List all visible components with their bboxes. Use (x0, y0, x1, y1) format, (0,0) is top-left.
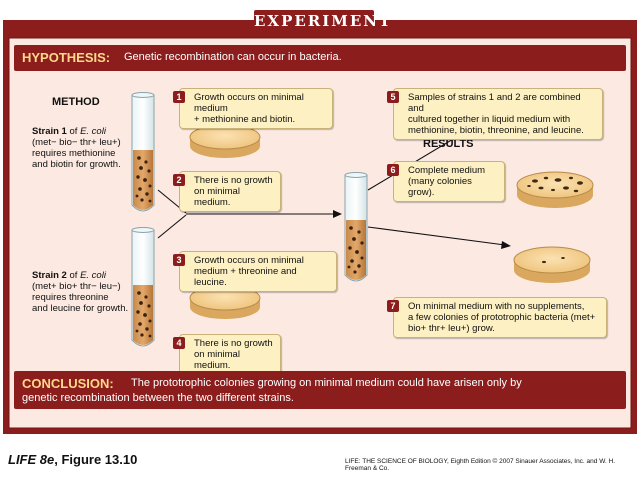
step-7-line-1: On minimal medium with no supplements, (408, 301, 585, 312)
conclusion-line-2: genetic recombination between the two di… (22, 392, 294, 404)
step-1-number: 1 (173, 91, 185, 103)
copyright-line: LIFE: THE SCIENCE OF BIOLOGY, Eighth Edi… (345, 458, 616, 472)
step-4-number: 4 (173, 337, 185, 349)
strain-2-name: Strain 2 (32, 270, 67, 281)
hypothesis-banner: HYPOTHESIS: Genetic recombination can oc… (14, 45, 626, 71)
step-3-line-2: medium + threonine and leucine. (194, 266, 297, 288)
strain-2-genotype: (met+ bio+ thr− leu−) (32, 281, 121, 292)
diagram-graphics (131, 92, 594, 347)
strain-1-species: E. coli (80, 126, 106, 137)
caption-figure: , Figure 13.10 (54, 452, 138, 467)
figure-caption: LIFE 8e, Figure 13.10 (8, 452, 137, 467)
strain-1-requirement-1: requires methionine (32, 148, 116, 159)
method-heading: METHOD (52, 96, 100, 108)
strain-1-of: of (66, 126, 81, 137)
test-tube-strain-2 (131, 227, 155, 347)
caption-book: LIFE 8e (8, 452, 55, 467)
step-4-callout: 4 There is no growth on minimal medium. (173, 334, 281, 375)
step-1-callout: 1 Growth occurs on minimal medium + meth… (173, 88, 333, 129)
petri-dish-strain-1 (189, 124, 261, 158)
step-2-line-2: on minimal medium. (194, 186, 240, 208)
step-7-callout: 7 On minimal medium with no supplements,… (387, 297, 607, 338)
test-tube-mixed (344, 172, 368, 282)
step-7-line-3: bio+ thr+ leu+) grow. (408, 323, 495, 334)
strain-1-genotype: (met− bio− thr+ leu+) (32, 137, 121, 148)
strain-1-name: Strain 1 (32, 126, 67, 137)
step-5-callout: 5 Samples of strains 1 and 2 are combine… (387, 88, 603, 140)
step-3-callout: 3 Growth occurs on minimal medium + thre… (173, 251, 337, 292)
strain-1-requirement-2: and biotin for growth. (32, 159, 121, 170)
results-heading: RESULTS (423, 138, 474, 150)
step-7-line-2: a few colonies of prototrophic bacteria … (408, 312, 596, 323)
strain-2-species: E. coli (80, 270, 106, 281)
step-2-line-1: There is no growth (194, 175, 273, 186)
step-7-number: 7 (387, 300, 399, 312)
experiment-title: EXPERIMENT (254, 10, 393, 32)
step-5-line-3: methionine, biotin, threonine, and leuci… (408, 125, 584, 136)
petri-dish-minimal-medium (513, 246, 591, 283)
step-5-line-1: Samples of strains 1 and 2 are combined … (408, 92, 581, 114)
strain-1-description: Strain 1 of E. coli (met− bio− thr+ leu+… (32, 126, 121, 170)
step-6-number: 6 (387, 164, 399, 176)
petri-dish-strain-2 (189, 285, 261, 319)
test-tube-strain-1 (131, 92, 155, 212)
step-1-line-1: Growth occurs on minimal medium (194, 92, 304, 114)
conclusion-banner: CONCLUSION: The prototrophic colonies gr… (14, 371, 626, 409)
step-1-line-2: + methionine and biotin. (194, 114, 296, 125)
strain-2-requirement-2: and leucine for growth. (32, 303, 129, 314)
conclusion-line-1: The prototrophic colonies growing on min… (131, 377, 522, 389)
step-2-number: 2 (173, 174, 185, 186)
step-5-line-2: cultured together in liquid medium with (408, 114, 571, 125)
step-4-line-1: There is no growth (194, 338, 273, 349)
step-4-line-2: on minimal medium. (194, 349, 240, 371)
strain-2-requirement-1: requires threonine (32, 292, 109, 303)
step-5-number: 5 (387, 91, 399, 103)
step-2-callout: 2 There is no growth on minimal medium. (173, 171, 281, 212)
strain-2-description: Strain 2 of E. coli (met+ bio+ thr− leu−… (32, 270, 128, 314)
step-6-line-1: Complete medium (408, 165, 486, 176)
hypothesis-label: HYPOTHESIS: (22, 50, 111, 65)
hypothesis-text: Genetic recombination can occur in bacte… (124, 51, 342, 63)
conclusion-label: CONCLUSION: (22, 376, 114, 391)
step-6-line-2: (many colonies grow). (408, 176, 472, 198)
step-3-number: 3 (173, 254, 185, 266)
petri-dish-complete-medium (516, 171, 594, 208)
step-3-line-1: Growth occurs on minimal (194, 255, 304, 266)
step-6-callout: 6 Complete medium (many colonies grow). (387, 161, 505, 202)
strain-2-of: of (66, 270, 81, 281)
